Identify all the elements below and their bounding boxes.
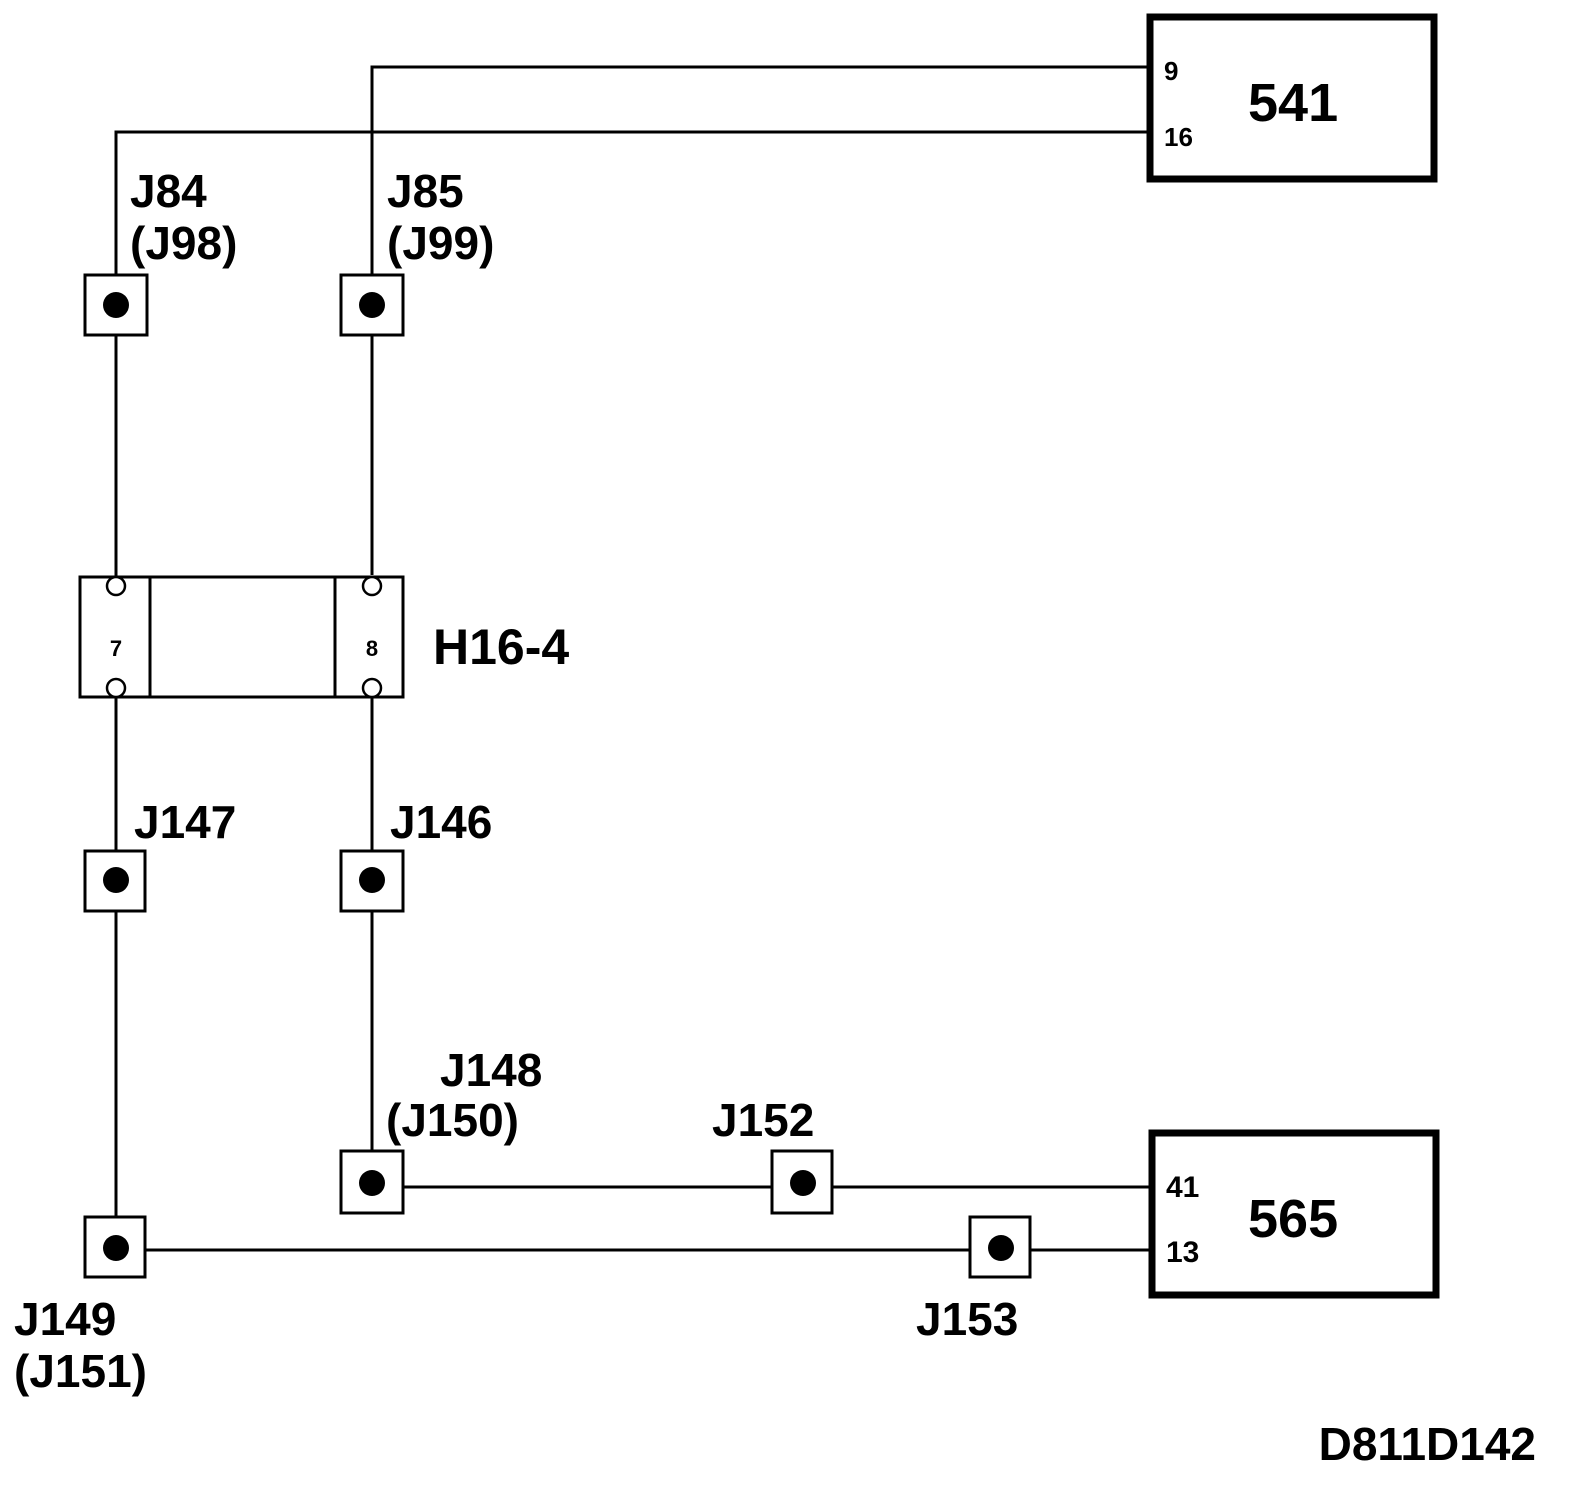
connector-j148-alt-label: (J150) bbox=[386, 1094, 519, 1146]
unit-541-pin-bottom: 16 bbox=[1164, 122, 1193, 152]
connector-j153-label: J153 bbox=[916, 1293, 1018, 1345]
wire-541-pin16 bbox=[114, 130, 1152, 577]
harness-pin-left: 7 bbox=[110, 636, 122, 661]
connector-j152-label: J152 bbox=[712, 1094, 814, 1146]
wires bbox=[114, 65, 1152, 1252]
connector-j148: J148 (J150) bbox=[339, 1044, 542, 1215]
unit-565-label: 565 bbox=[1248, 1189, 1338, 1249]
unit-541-label: 541 bbox=[1248, 73, 1338, 133]
figure-id: D811D142 bbox=[1319, 1418, 1536, 1470]
harness-pin7-top bbox=[105, 575, 127, 597]
unit-541: 9 16 541 bbox=[1146, 13, 1438, 183]
unit-541-pin-top: 9 bbox=[1164, 56, 1178, 86]
connector-j149-pin bbox=[103, 1235, 129, 1261]
connector-j149: J149 (J151) bbox=[14, 1215, 147, 1397]
connector-j149-label: J149 bbox=[14, 1293, 116, 1345]
unit-541-box bbox=[1146, 13, 1438, 183]
connector-j146-pin bbox=[359, 867, 385, 893]
connector-j85-alt-label: (J99) bbox=[387, 217, 494, 269]
harness-h16-4: 7 8 H16-4 bbox=[78, 575, 569, 699]
unit-565-pin-top: 41 bbox=[1166, 1171, 1199, 1204]
harness-body bbox=[78, 575, 405, 699]
connector-j152-pin bbox=[790, 1170, 816, 1196]
connector-j85-box bbox=[339, 273, 405, 337]
connector-j147: J147 bbox=[83, 796, 236, 913]
connector-j84-label: J84 bbox=[130, 165, 207, 217]
harness-pin8-top bbox=[361, 575, 383, 597]
connector-j85-pin bbox=[359, 292, 385, 318]
connector-j149-alt-label: (J151) bbox=[14, 1345, 147, 1397]
harness-pin8-bottom bbox=[361, 677, 383, 699]
connector-j84: J84 (J98) bbox=[83, 165, 237, 337]
harness-label: H16-4 bbox=[433, 619, 569, 675]
connector-j85-label: J85 bbox=[387, 165, 464, 217]
connector-j84-alt-label: (J98) bbox=[130, 217, 237, 269]
connector-j153-pin bbox=[988, 1235, 1014, 1261]
harness-pin7-bottom bbox=[105, 677, 127, 699]
connector-j85: J85 (J99) bbox=[339, 165, 494, 337]
connector-j146-label: J146 bbox=[390, 796, 492, 848]
connector-j152: J152 bbox=[712, 1094, 834, 1215]
unit-565: 41 13 565 bbox=[1148, 1129, 1440, 1299]
connector-j148-pin bbox=[359, 1170, 385, 1196]
wire-541-pin9 bbox=[370, 65, 1152, 575]
unit-565-box bbox=[1148, 1129, 1440, 1299]
connector-j153: J153 bbox=[916, 1215, 1032, 1345]
connector-j146: J146 bbox=[339, 796, 492, 913]
connector-j147-label: J147 bbox=[134, 796, 236, 848]
harness-pin-right: 8 bbox=[366, 636, 378, 661]
connector-j148-label: J148 bbox=[440, 1044, 542, 1096]
unit-565-pin-bottom: 13 bbox=[1166, 1236, 1199, 1269]
connector-j84-pin bbox=[103, 292, 129, 318]
connector-j147-pin bbox=[103, 867, 129, 893]
